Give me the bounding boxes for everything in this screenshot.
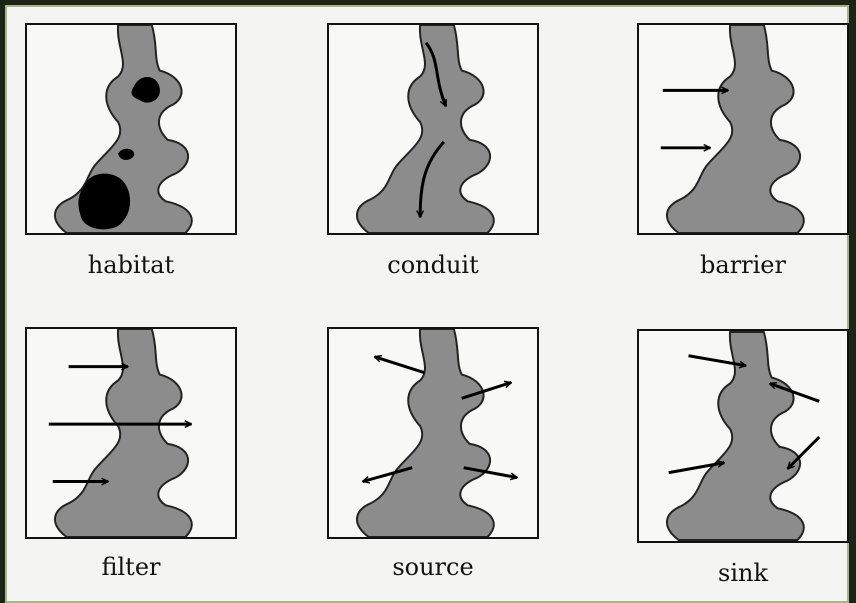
conduit-diagram bbox=[355, 25, 495, 233]
habitat-patch bbox=[131, 76, 160, 103]
inflow-arrow bbox=[770, 384, 820, 403]
panel-filter: filter bbox=[25, 327, 237, 595]
inflow-arrow bbox=[688, 354, 746, 366]
habitat-frame bbox=[25, 23, 237, 235]
inflow-arrow bbox=[788, 435, 821, 469]
source-diagram bbox=[355, 329, 537, 537]
caption-barrier: barrier bbox=[700, 251, 786, 279]
flow-arrow bbox=[424, 41, 448, 106]
corridor-shape bbox=[355, 25, 495, 233]
panel-source: source bbox=[327, 327, 539, 595]
caption-sink: sink bbox=[718, 559, 768, 587]
outflow-arrow bbox=[463, 466, 517, 478]
caption-conduit: conduit bbox=[387, 251, 479, 279]
caption-source: source bbox=[392, 553, 474, 581]
caption-habitat: habitat bbox=[87, 251, 175, 279]
corridor-functions-figure: habitat conduit barrier bbox=[5, 5, 849, 603]
outflow-arrow bbox=[363, 466, 413, 482]
inflow-arrow bbox=[668, 463, 724, 475]
filter-frame bbox=[25, 327, 237, 539]
habitat-patch bbox=[118, 148, 135, 160]
habitat-patch bbox=[78, 173, 131, 230]
conduit-frame bbox=[327, 23, 539, 235]
filter-diagram bbox=[48, 329, 193, 537]
corridor-shape bbox=[355, 329, 495, 537]
habitat-diagram bbox=[53, 25, 193, 233]
barrier-frame bbox=[637, 23, 849, 235]
panel-habitat: habitat bbox=[25, 23, 237, 291]
sink-frame bbox=[637, 329, 849, 543]
source-frame bbox=[327, 327, 539, 539]
panel-conduit: conduit bbox=[327, 23, 539, 291]
caption-filter: filter bbox=[101, 553, 161, 581]
corridor-shape bbox=[53, 329, 193, 537]
panel-sink: sink bbox=[637, 329, 849, 601]
corridor-shape bbox=[665, 25, 805, 233]
outflow-arrow bbox=[375, 357, 425, 374]
panel-barrier: barrier bbox=[637, 23, 849, 291]
barrier-diagram bbox=[660, 25, 805, 233]
outflow-arrow bbox=[461, 382, 512, 400]
sink-diagram bbox=[665, 331, 821, 541]
flow-arrow bbox=[420, 140, 445, 217]
